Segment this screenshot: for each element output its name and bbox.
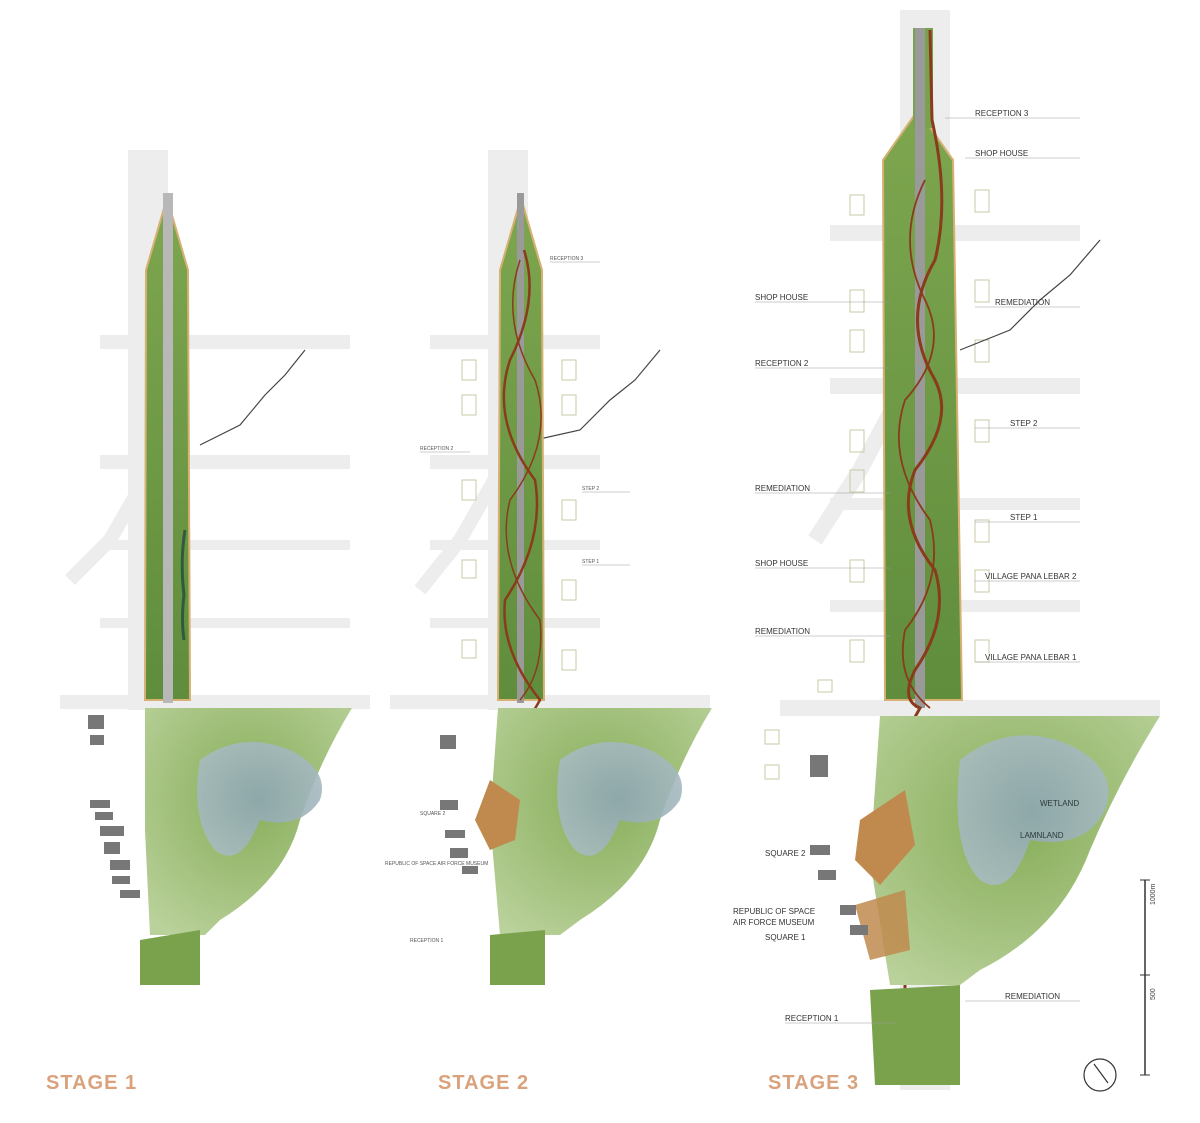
stage3-label-remediation-left: REMEDIATION — [755, 484, 810, 493]
stage1-river — [199, 349, 306, 446]
stage1-buildings — [88, 715, 140, 898]
stage3-label-shophouse-left: SHOP HOUSE — [755, 293, 808, 302]
stage2-buildings — [440, 735, 478, 874]
stage3-title: STAGE 3 — [768, 1072, 860, 1094]
stage3-buildings — [810, 755, 868, 935]
stage3-label-remediation-low: REMEDIATION — [755, 627, 810, 636]
stage2-labels: RECEPTION 3 RECEPTION 2 STEP 2 STEP 1 SQ… — [385, 256, 630, 944]
stage3-labels: RECEPTION 3 SHOP HOUSE SHOP HOUSE REMEDI… — [733, 109, 1080, 1024]
stage3-label-village1: VILLAGE PANA LEBAR 1 — [985, 653, 1077, 662]
scale-bar: 1000m 500 — [1140, 879, 1157, 1076]
stage3-label-reception2: RECEPTION 2 — [755, 359, 809, 368]
stage1-central-road — [163, 193, 173, 703]
stage3-label-museum-line1: REPUBLIC OF SPACE — [733, 907, 815, 916]
stage3-river — [959, 239, 1101, 351]
stage1-corridor-stream — [180, 529, 187, 641]
stage3-label-reception1: RECEPTION 1 — [785, 1014, 839, 1023]
stage2-path-b — [505, 259, 542, 701]
scale-bar-upper-label: 1000m — [1150, 883, 1157, 905]
stage3-plan: RECEPTION 3 SHOP HOUSE SHOP HOUSE REMEDI… — [733, 10, 1160, 1090]
stage2-south-strip — [490, 930, 545, 985]
scale-bar-lower-label: 500 — [1150, 988, 1157, 1000]
stage3-rail — [915, 28, 925, 708]
stage2-title: STAGE 2 — [438, 1072, 530, 1094]
stage3-label-square2: SQUARE 2 — [765, 849, 806, 858]
stage3-label-reception3: RECEPTION 3 — [975, 109, 1029, 118]
stage3-label-remediation-right: REMEDIATION — [995, 298, 1050, 307]
stage2-rail — [517, 193, 524, 703]
stage1-wetland-water — [197, 742, 322, 856]
north-arrow-icon — [1083, 1058, 1117, 1092]
stage2-plaza — [475, 780, 520, 850]
stage3-label-wetland: WETLAND — [1040, 799, 1079, 808]
stage1-plan — [60, 150, 370, 985]
stage3-label-lamnland: LAMNLAND — [1020, 831, 1064, 840]
stage3-label-step2: STEP 2 — [1010, 419, 1038, 428]
stage2-shophouses — [461, 359, 577, 671]
stage3-label-shophouse-top: SHOP HOUSE — [975, 149, 1028, 158]
stage3-label-village2: VILLAGE PANA LEBAR 2 — [985, 572, 1077, 581]
stage2-label-reception2: RECEPTION 2 — [420, 446, 454, 452]
stage2-wetland-water — [557, 742, 682, 856]
stage1-roads — [60, 150, 370, 710]
stage2-label-step2: STEP 2 — [582, 486, 599, 492]
stage2-roads — [390, 150, 710, 710]
stage1-south-strip — [140, 930, 200, 985]
stage2-path — [502, 249, 542, 986]
stage2-label-reception1: RECEPTION 1 — [410, 938, 444, 944]
stage3-south-strip — [870, 985, 960, 1085]
stage3-label-step1: STEP 1 — [1010, 513, 1038, 522]
stage2-label-step1: STEP 1 — [582, 559, 599, 565]
stage2-label-reception3: RECEPTION 3 — [550, 256, 584, 262]
stage3-shophouses — [764, 189, 990, 780]
stage3-plaza-south — [855, 890, 910, 960]
stage3-label-museum-line2: AIR FORCE MUSEUM — [733, 918, 815, 927]
stage2-plan: RECEPTION 3 RECEPTION 2 STEP 2 STEP 1 SQ… — [385, 150, 712, 986]
stage3-label-shophouse-mid: SHOP HOUSE — [755, 559, 808, 568]
stage2-river — [534, 349, 661, 441]
stage3-path — [878, 29, 944, 1050]
stage2-label-museum: REPUBLIC OF SPACE AIR FORCE MUSEUM — [385, 861, 488, 867]
stage3-label-square1: SQUARE 1 — [765, 933, 806, 942]
stage3-plaza — [855, 790, 915, 885]
stage3-label-remediation-bottom: REMEDIATION — [1005, 992, 1060, 1001]
stage2-label-square2: SQUARE 2 — [420, 811, 446, 817]
stage3-wetland-water — [957, 735, 1109, 885]
stage3-path-b — [897, 179, 935, 709]
stage1-title: STAGE 1 — [46, 1072, 138, 1094]
